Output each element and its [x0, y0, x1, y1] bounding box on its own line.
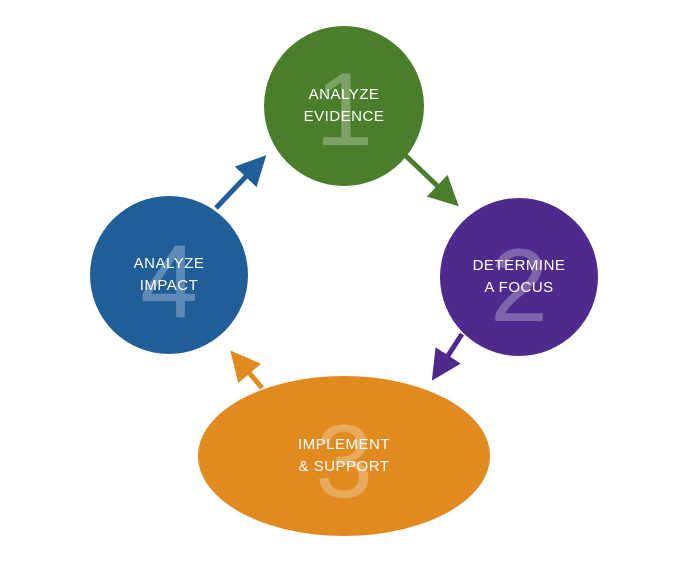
step-label-line1: DETERMINE: [472, 257, 566, 274]
step-2-determine-a-focus: 2 DETERMINE A FOCUS: [440, 198, 598, 356]
step-4-analyze-impact: 4 ANALYZE IMPACT: [90, 196, 248, 354]
step-3-implement-support: 3 IMPLEMENT & SUPPORT: [198, 376, 490, 536]
step-label-line2: IMPACT: [139, 277, 199, 294]
step-label: ANALYZE IMPACT: [134, 253, 205, 297]
arrow-1-to-2: [404, 154, 459, 207]
arrow-2-to-3: [431, 332, 465, 381]
step-label: ANALYZE EVIDENCE: [304, 84, 385, 128]
step-1-analyze-evidence: 1 ANALYZE EVIDENCE: [264, 26, 424, 186]
step-label: DETERMINE A FOCUS: [473, 255, 566, 299]
step-label: IMPLEMENT & SUPPORT: [298, 434, 390, 478]
step-label-line2: A FOCUS: [484, 279, 554, 296]
step-label-line1: ANALYZE: [308, 86, 380, 103]
step-label-line1: ANALYZE: [133, 255, 205, 272]
step-label-line1: IMPLEMENT: [297, 436, 390, 453]
arrow-3-to-4: [230, 350, 264, 390]
arrow-4-to-1: [214, 155, 267, 210]
step-label-line2: EVIDENCE: [303, 108, 385, 125]
step-label-line2: & SUPPORT: [298, 458, 390, 475]
